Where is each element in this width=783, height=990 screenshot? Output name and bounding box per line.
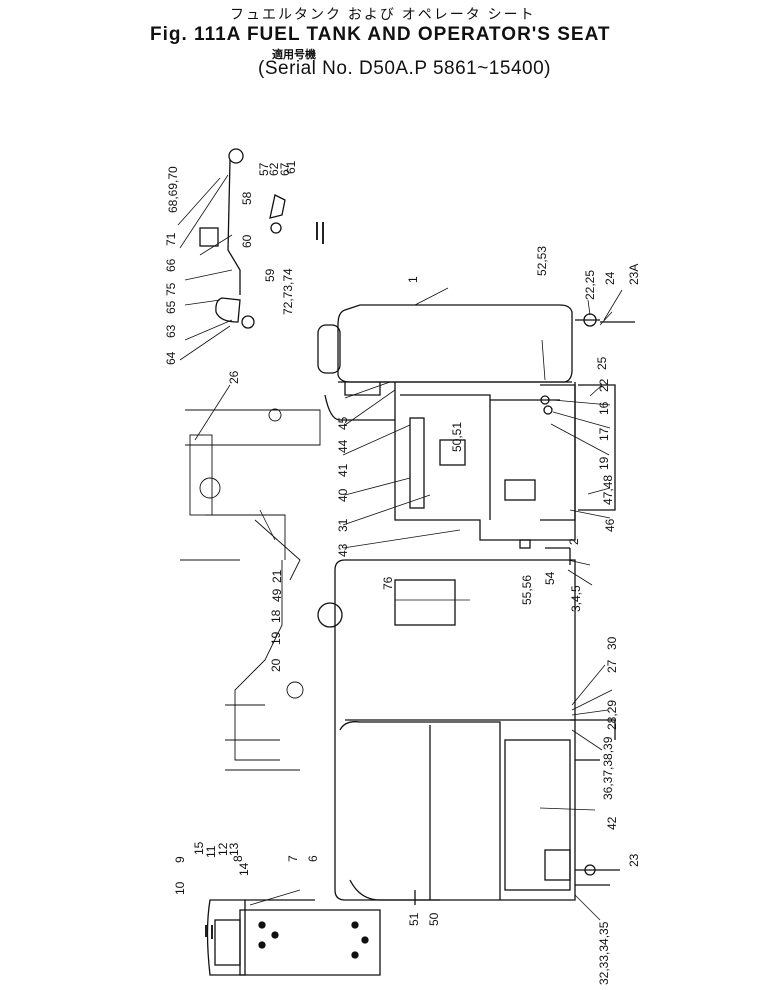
callout-17: 17	[597, 427, 611, 441]
callout-36-39: 36,37,38,39	[601, 736, 615, 800]
callout-50-51: 50,51	[450, 422, 464, 452]
seat-parts-drawing	[206, 899, 381, 976]
callout-75: 75	[164, 282, 178, 296]
callout-25: 25	[595, 356, 609, 370]
callout-43: 43	[336, 543, 350, 557]
callout-59: 59	[263, 268, 277, 282]
callout-55-56: 55,56	[520, 575, 534, 605]
callout-11: 11	[204, 845, 218, 858]
callout-22: 22	[597, 378, 611, 392]
callout-72-74: 72,73,74	[281, 268, 295, 315]
callout-50: 50	[427, 912, 441, 926]
callout-71: 71	[164, 232, 178, 246]
callout-20: 20	[269, 658, 283, 672]
callout-2: 2	[567, 538, 581, 545]
callout-64: 64	[164, 351, 178, 365]
callout-23: 23	[627, 853, 641, 867]
callout-44: 44	[336, 439, 350, 453]
callout-67: 67	[278, 162, 292, 176]
callout-76: 76	[381, 576, 395, 590]
callout-52-53: 52,53	[535, 246, 549, 276]
callout-65: 65	[164, 300, 178, 314]
callout-6: 6	[306, 855, 320, 862]
callout-51: 51	[407, 912, 421, 926]
callout-58: 58	[240, 191, 254, 205]
callout-46: 46	[603, 518, 617, 532]
callout-15: 15	[192, 841, 206, 855]
seat-frame-drawing	[317, 559, 620, 905]
callout-19-right: 19	[597, 456, 611, 470]
callout-62: 62	[267, 162, 281, 176]
callout-24: 24	[603, 271, 617, 285]
callout-45: 45	[336, 416, 350, 430]
serial-number-range: (Serial No. D50A.P 5861~15400)	[258, 58, 551, 79]
callout-7: 7	[286, 855, 300, 862]
callout-57: 57	[257, 162, 271, 176]
callout-3-4-5: 3,4,5	[569, 585, 583, 612]
fine-print-marks	[205, 222, 324, 939]
callout-12: 12	[216, 842, 230, 856]
callout-21: 21	[270, 569, 284, 583]
callout-40: 40	[336, 488, 350, 502]
fuel-tank-drawing	[317, 304, 635, 565]
callout-27: 27	[605, 659, 619, 673]
japanese-title: フュエルタンク および オペレータ シート	[230, 6, 536, 22]
figure-title: Fig. 111A FUEL TANK AND OPERATOR'S SEAT	[150, 24, 611, 45]
callout-47-48: 47,48	[601, 475, 615, 505]
callout-22-25: 22,25	[583, 270, 597, 300]
callout-60: 60	[240, 234, 254, 248]
callout-14: 14	[237, 862, 251, 876]
callout-68-70: 68,69,70	[166, 166, 180, 213]
callout-26: 26	[227, 370, 241, 384]
callout-61: 61	[284, 160, 298, 174]
applicability-label: 適用号機	[272, 49, 316, 61]
callout-10: 10	[173, 881, 187, 895]
callout-30: 30	[605, 636, 619, 650]
callout-19-left: 19	[269, 631, 283, 645]
leader-lines	[177, 174, 623, 921]
callout-63: 63	[164, 324, 178, 338]
callout-49: 49	[270, 588, 284, 602]
machine-outline-drawing	[180, 408, 321, 771]
callout-28-29: 28,29	[605, 700, 619, 730]
callout-23a: 23A	[627, 264, 641, 285]
callout-41: 41	[336, 463, 350, 477]
callout-8: 8	[231, 855, 245, 862]
callout-18: 18	[269, 609, 283, 623]
callout-16: 16	[597, 401, 611, 415]
callout-1: 1	[406, 276, 420, 283]
callout-32-35: 32,33,34,35	[597, 921, 611, 985]
callout-54: 54	[543, 571, 557, 585]
callout-13: 13	[227, 842, 241, 856]
callout-9: 9	[173, 856, 187, 863]
callout-66: 66	[164, 258, 178, 272]
callout-31: 31	[336, 518, 350, 532]
callout-42: 42	[605, 816, 619, 830]
